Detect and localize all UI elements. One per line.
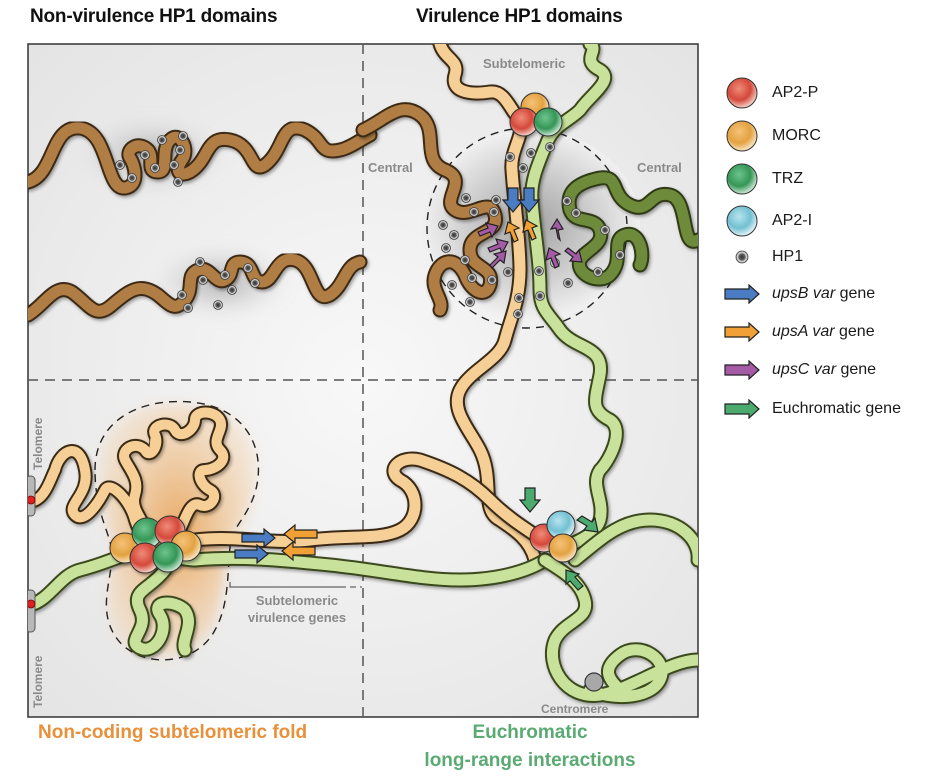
morc-circle-icon (726, 120, 758, 152)
header-virulence: Virulence HP1 domains (416, 6, 623, 27)
trz-circle-icon (726, 163, 758, 195)
label-central-left: Central (368, 160, 413, 175)
upsa-arrows-central (504, 219, 539, 243)
euchromatic-arrow-icon (724, 399, 760, 419)
upsa-arrows-subtelomeric (281, 523, 318, 562)
legend-item-euchromatic: Euchromatic gene (720, 394, 901, 424)
legend-item-upsa: upsA var gene (720, 317, 875, 347)
hp1-cluster-2 (177, 257, 260, 313)
upsa-arrow-icon (724, 322, 760, 342)
legend-item-upsb: upsB var gene (720, 279, 875, 309)
footer-non-coding-fold: Non-coding subtelomeric fold (38, 722, 308, 743)
header-non-virulence: Non-virulence HP1 domains (30, 6, 278, 27)
hp1-dot-icon (735, 250, 749, 264)
footer-euchromatic-1: Euchromatic (472, 722, 588, 743)
legend-item-upsc: upsC var gene (720, 355, 876, 385)
legend-item-ap2i: AP2-I (720, 205, 812, 237)
legend-item-trz: TRZ (720, 163, 803, 195)
hetero-chromatin-fiber-2 (28, 252, 368, 323)
telomere-cap-top (28, 475, 36, 517)
label-subtelomeric-genes-2: virulence genes (248, 610, 346, 625)
label-subtelomeric-top: Subtelomeric (483, 56, 565, 71)
label-subtelomeric-genes-1: Subtelomeric (256, 593, 338, 608)
legend-item-ap2p: AP2-P (720, 77, 818, 109)
label-telomere-top: Telomere (31, 417, 45, 470)
label-central-right: Central (637, 160, 682, 175)
footer-euchromatic-2: long-range interactions (424, 750, 636, 771)
upsc-arrow-icon (724, 360, 760, 380)
euchromatic-arrows (518, 487, 599, 591)
upsc-arrows-central (477, 217, 583, 269)
centromere-marker (584, 672, 604, 692)
upsb-arrow-icon (724, 284, 760, 304)
upsb-arrows-central (501, 187, 541, 213)
virulence-genes-bracket (229, 582, 340, 588)
telomere-cap-bottom (28, 589, 36, 633)
label-centromere: Centromere (541, 702, 609, 716)
ap2i-circle-icon (726, 205, 758, 237)
upsb-arrows-subtelomeric (234, 527, 276, 565)
subtelomeric-fold-complex (109, 515, 202, 574)
label-telomere-bottom: Telomere (31, 655, 45, 708)
subtelomeric-top-complex (509, 92, 563, 137)
ap2p-circle-icon (726, 77, 758, 109)
legend-item-hp1: HP1 (720, 242, 803, 272)
euchromatic-complex (529, 510, 578, 563)
hp1-cluster-1 (115, 131, 188, 187)
legend-item-morc: MORC (720, 120, 821, 152)
subtelomeric-fold-boundary (94, 400, 260, 661)
